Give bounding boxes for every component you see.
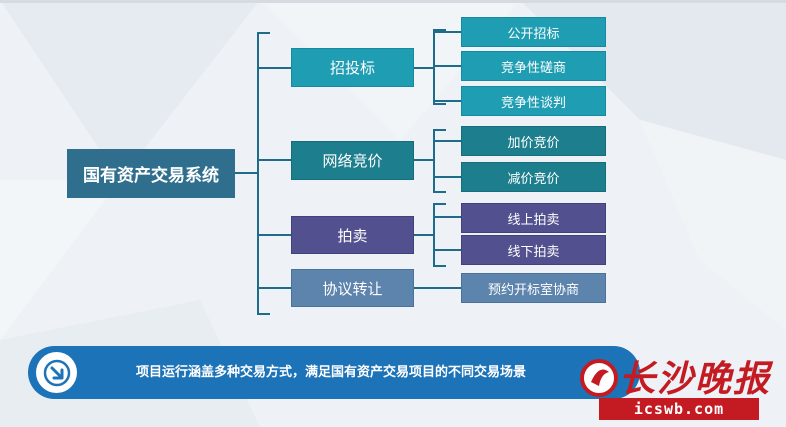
newspaper-watermark: 长沙晚报 icswb.com bbox=[579, 350, 784, 426]
group-node-agreement-transfer: 协议转让 bbox=[291, 269, 414, 307]
summary-banner: 项目运行涵盖多种交易方式，满足国有资产交易项目的不同交易场景 bbox=[28, 346, 640, 399]
group-node-bidding: 招投标 bbox=[291, 48, 414, 87]
leaf-node-descending-bid: 减价竞价 bbox=[461, 162, 606, 192]
brand-name: 长沙晚报 bbox=[619, 358, 772, 400]
leaf-node-ascending-bid: 加价竞价 bbox=[461, 126, 606, 156]
leaf-node-online-auction: 线上拍卖 bbox=[461, 203, 606, 233]
brand-mark-icon bbox=[580, 359, 618, 397]
banner-text: 项目运行涵盖多种交易方式，满足国有资产交易项目的不同交易场景 bbox=[136, 365, 527, 380]
group-node-online-bidding: 网络竞价 bbox=[291, 141, 414, 180]
leaf-node-open-tender: 公开招标 bbox=[461, 17, 606, 47]
group-node-auction: 拍卖 bbox=[291, 216, 414, 254]
root-node: 国有资产交易系统 bbox=[67, 149, 235, 198]
leaf-node-offline-auction: 线下拍卖 bbox=[461, 235, 606, 265]
leaf-node-competitive-consultation: 竞争性磋商 bbox=[461, 51, 606, 81]
brand-url: icswb.com bbox=[599, 398, 759, 420]
leaf-node-appointment-consultation: 预约开标室协商 bbox=[461, 273, 606, 303]
top-divider bbox=[0, 0, 786, 3]
leaf-node-competitive-negotiation: 竞争性谈判 bbox=[461, 86, 606, 116]
arrow-down-right-icon bbox=[36, 352, 77, 393]
